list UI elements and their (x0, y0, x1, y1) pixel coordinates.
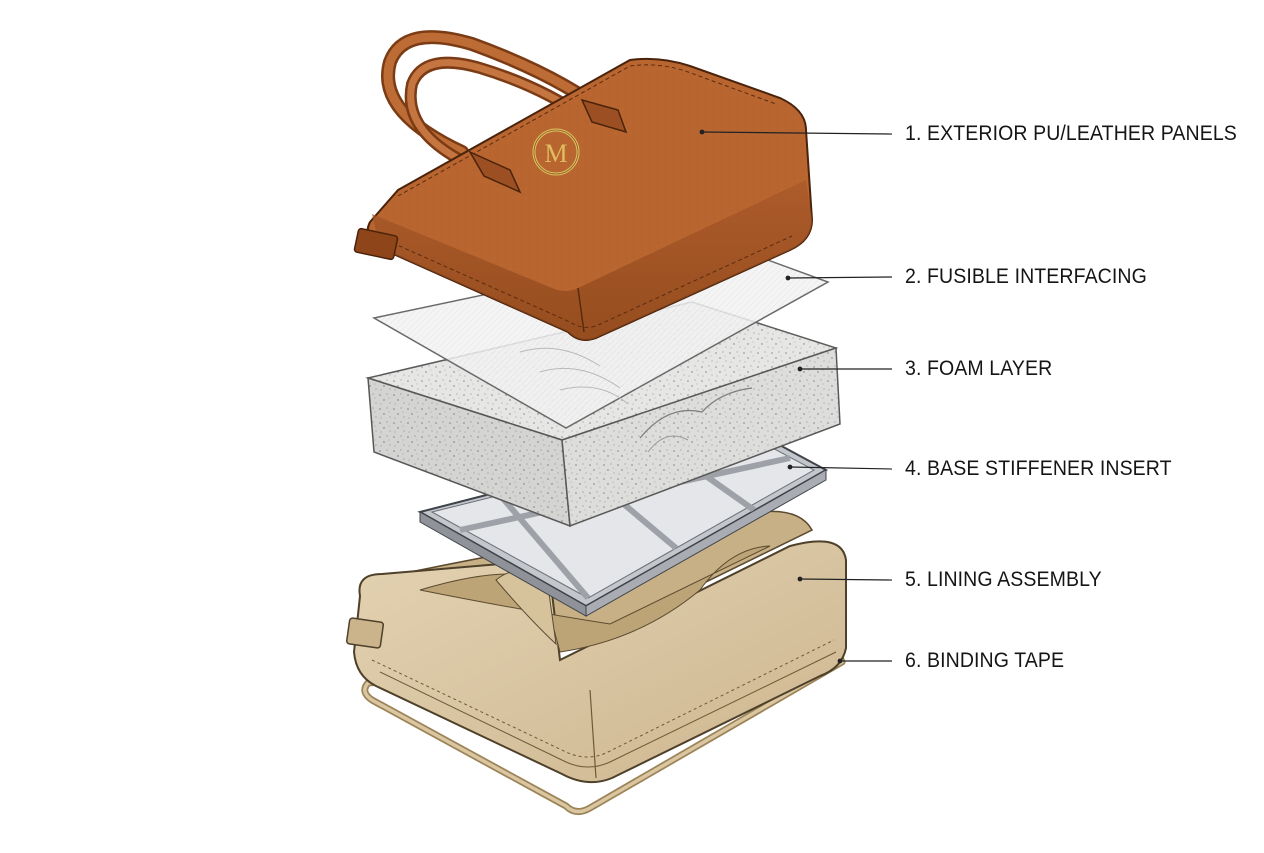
leader-dot-3 (797, 366, 803, 372)
leader-dot-1 (699, 129, 705, 135)
leader-dot-2 (785, 275, 791, 281)
callout-label-lining-assembly: 5. LINING ASSEMBLY (905, 568, 1102, 591)
callout-label-binding-tape: 6. BINDING TAPE (905, 649, 1065, 672)
callout-label-base-stiffener: 4. BASE STIFFENER INSERT (905, 457, 1172, 480)
leader-line-4 (789, 466, 893, 470)
callout-label-foam-layer: 3. FOAM LAYER (905, 357, 1053, 380)
leader-dot-4 (787, 464, 793, 470)
leader-line-2 (787, 276, 893, 279)
leader-line-5 (799, 578, 893, 581)
callout-label-exterior-panels: 1. EXTERIOR PU/LEATHER PANELS (905, 122, 1237, 145)
leader-line-1 (701, 131, 893, 135)
leader-dot-6 (837, 658, 843, 664)
exterior-panels: M (353, 30, 814, 341)
svg-text:M: M (544, 139, 567, 168)
brand-logo: M (532, 128, 580, 176)
leader-lines (699, 129, 893, 664)
leader-dot-5 (797, 576, 803, 582)
callout-label-fusible-interfacing: 2. FUSIBLE INTERFACING (905, 265, 1147, 288)
